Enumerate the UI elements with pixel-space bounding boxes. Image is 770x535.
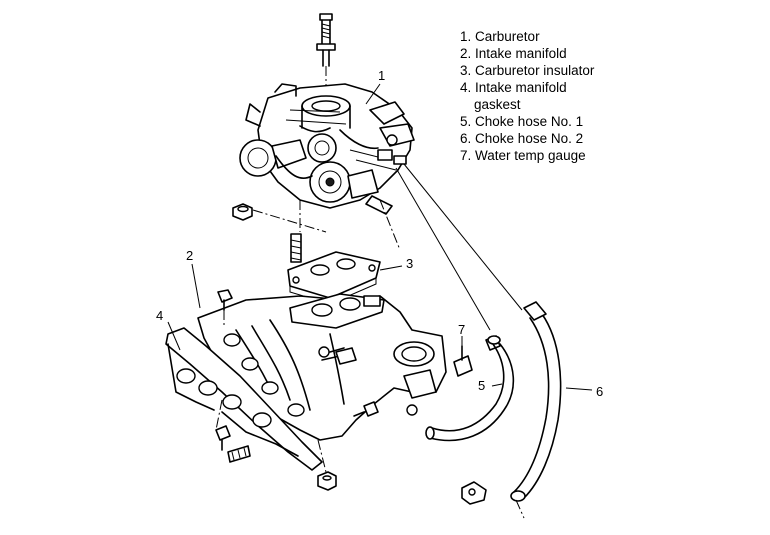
intake-manifold-gasket xyxy=(165,327,323,471)
intake-manifold xyxy=(197,293,447,441)
callout-leaders xyxy=(167,83,593,391)
manifold-nut-bottom xyxy=(317,439,337,491)
legend-item: 1. Carburetor xyxy=(460,28,594,45)
hose-clamp-bottom xyxy=(461,481,487,505)
legend-label: Choke hose No. 1 xyxy=(475,114,584,129)
legend-item: 5. Choke hose No. 1 xyxy=(460,113,594,130)
legend-label: Water temp gauge xyxy=(475,148,586,163)
legend-num: 6. xyxy=(460,131,472,146)
callout-1: 1 xyxy=(378,68,385,83)
manifold-bolt-right xyxy=(353,401,379,417)
callout-4: 4 xyxy=(156,308,163,323)
legend-item: 3. Carburetor insulator xyxy=(460,62,594,79)
insulator-stud xyxy=(290,233,302,263)
choke-hose-no-1 xyxy=(425,335,515,442)
legend-label: Carburetor insulator xyxy=(475,63,595,78)
legend-label: Choke hose No. 2 xyxy=(475,131,584,146)
legend-num: 7. xyxy=(460,148,472,163)
manifold-bolt-left xyxy=(215,399,231,451)
legend-label-continued: gaskest xyxy=(474,97,521,112)
legend-label: Intake manifold xyxy=(475,46,567,61)
legend-item: 7. Water temp gauge xyxy=(460,147,594,164)
carburetor xyxy=(239,83,415,215)
carburetor-insulator xyxy=(287,251,381,305)
manifold-bolt-top xyxy=(217,289,233,326)
callout-5: 5 xyxy=(478,378,485,393)
legend-num: 4. xyxy=(460,80,472,95)
legend-num: 1. xyxy=(460,29,472,44)
legend-item: 6. Choke hose No. 2 xyxy=(460,130,594,147)
carburetor-nut xyxy=(232,203,253,221)
legend-num: 3. xyxy=(460,63,472,78)
callout-3: 3 xyxy=(406,256,413,271)
legend-label: Intake manifold xyxy=(475,80,567,95)
parts-legend: 1. Carburetor 2. Intake manifold 3. Carb… xyxy=(460,28,594,164)
callout-7: 7 xyxy=(458,322,465,337)
legend-num: 5. xyxy=(460,114,472,129)
choke-hose-no-2 xyxy=(510,301,562,502)
manifold-stud-lower xyxy=(227,445,251,463)
callout-2: 2 xyxy=(186,248,193,263)
legend-item: 4. Intake manifold gaskest xyxy=(460,79,594,113)
legend-label: Carburetor xyxy=(475,29,540,44)
legend-num: 2. xyxy=(460,46,472,61)
legend-item: 2. Intake manifold xyxy=(460,45,594,62)
carburetor-stud-bolt xyxy=(316,13,336,96)
callout-6: 6 xyxy=(596,384,603,399)
